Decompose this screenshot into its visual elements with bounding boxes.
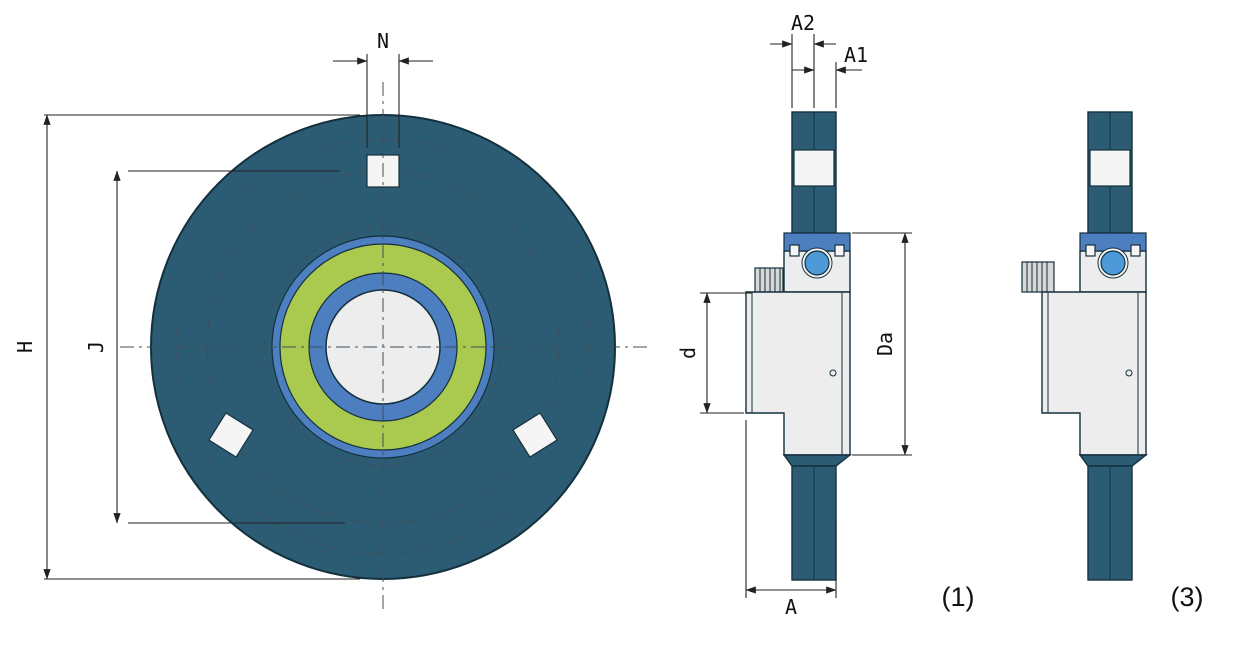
set-screw-knurl-lines [759,268,781,292]
set-screw-head [754,267,784,293]
view-tag-1: (1) [942,582,975,612]
dim-label-A: A [785,595,797,619]
collar-knurl-lines [1026,262,1048,292]
mounting-hole-bottom-right [512,412,558,458]
dimension-d: d [676,292,752,414]
dimension-H: H [13,114,360,580]
dim-label-A1: A1 [844,43,868,67]
bolt-slot-section-top [1089,149,1131,187]
side-view-1: A2 A1 d Da A (1) [676,11,975,619]
housing-body-section [1041,291,1147,456]
dim-label-H: H [13,341,37,353]
seal-left [789,244,800,257]
bore-edge-lines [751,292,843,455]
locking-collar-block [1021,261,1055,293]
side-view-3: (3) [1021,111,1204,612]
bearing-ball [804,250,830,276]
mounting-hole-bottom-left [208,412,254,458]
seal-right [834,244,845,257]
flange-taper-bottom [1078,454,1149,467]
grease-hole [829,369,837,377]
dimension-J: J [84,170,345,524]
housing-body-section [745,291,851,456]
dimension-N: N [333,29,433,148]
dimension-A: A [745,420,837,619]
set-screw-block [754,267,784,293]
bearing-ball [1100,250,1126,276]
front-view: N H J [13,29,650,612]
flange-taper-bottom [782,454,853,467]
bolt-slot-section-top [793,149,835,187]
seal-left [1085,244,1096,257]
grease-hole [1125,369,1133,377]
dim-label-d: d [676,347,700,359]
dim-label-N: N [377,29,389,53]
bore-edge-lines [1047,292,1139,455]
dim-label-Da: Da [873,332,897,356]
dim-label-J: J [84,341,108,353]
dimension-Da: Da [852,232,912,456]
view-tag-3: (3) [1171,582,1204,612]
seal-right [1130,244,1141,257]
dimension-A2: A2 [770,11,836,108]
dimension-A1: A1 [792,43,868,108]
dim-label-A2: A2 [791,11,815,35]
